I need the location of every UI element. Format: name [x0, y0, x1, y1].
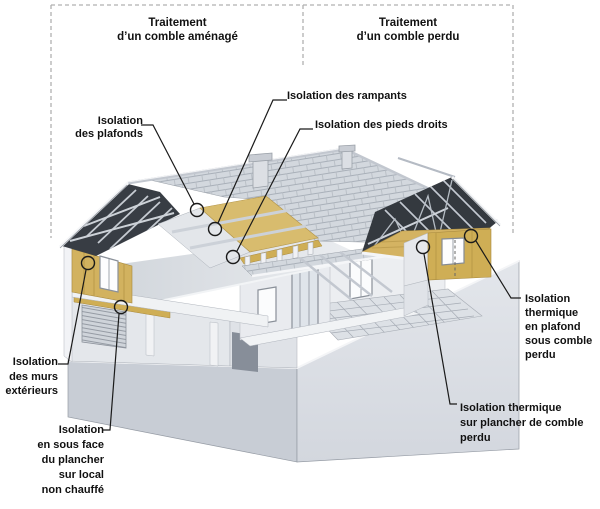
callout-isolation-plancher-comble-perdu: Isolation thermique sur plancher de comb… — [460, 402, 584, 444]
callout-isolation-murs-exterieurs: Isolation des murs extérieurs — [5, 356, 58, 397]
zone-title-line: d’un comble perdu — [356, 30, 460, 43]
callout-isolation-sous-face-plancher: Isolation en sous face du plancher sur l… — [37, 424, 104, 496]
marker-plafond-comble-perdu — [463, 228, 479, 244]
leader-rampants — [217, 99, 287, 224]
chimney — [248, 152, 273, 189]
zone-title-comble-amenage: Traitement d’un comble aménagé — [52, 17, 303, 44]
window — [257, 286, 277, 325]
marker-pieds-droits — [225, 249, 241, 265]
leader-plancher-comble-perdu — [423, 253, 457, 405]
zone-title-comble-perdu: Traitement d’un comble perdu — [303, 17, 513, 44]
zone-title-line: Traitement — [148, 17, 207, 29]
callout-isolation-plafonds: Isolation des plafonds — [75, 115, 143, 140]
marker-rampants — [207, 221, 223, 237]
ceiling-joists — [299, 251, 393, 301]
leader-plafond-comble-perdu — [475, 240, 521, 299]
wall-insulation-upper-left — [71, 248, 133, 304]
roof-cutaway-left — [58, 181, 180, 256]
callout-isolation-pieds-droits: Isolation des pieds droits — [315, 119, 448, 131]
roof-vent — [338, 144, 356, 170]
callout-isolation-rampants: Isolation des rampants — [287, 90, 407, 102]
marker-plafonds — [189, 202, 205, 218]
zone-title-line: Traitement — [378, 17, 438, 29]
garage-door — [81, 304, 127, 349]
zone-boundaries — [50, 4, 514, 238]
leader-pieds-droits — [236, 128, 313, 252]
leader-sous-face — [102, 313, 120, 431]
marker-sous-face — [113, 299, 129, 315]
marker-plancher-comble-perdu — [415, 239, 431, 255]
leader-plafonds — [141, 124, 195, 205]
insulation-rampant — [199, 195, 319, 253]
rampant-insulation — [157, 195, 323, 270]
callout-isolation-plafond-comble-perdu: Isolation thermique en plafond sous comb… — [525, 293, 593, 361]
roof-ridge — [127, 147, 346, 185]
gable-fascia-left — [58, 181, 130, 249]
leader-murs-exterieurs — [58, 269, 87, 365]
marker-murs-exterieurs — [80, 255, 96, 271]
zone-title-line: d’un comble aménagé — [117, 30, 238, 43]
gable-fascia-right — [450, 175, 502, 227]
callout-leaders — [58, 99, 521, 431]
